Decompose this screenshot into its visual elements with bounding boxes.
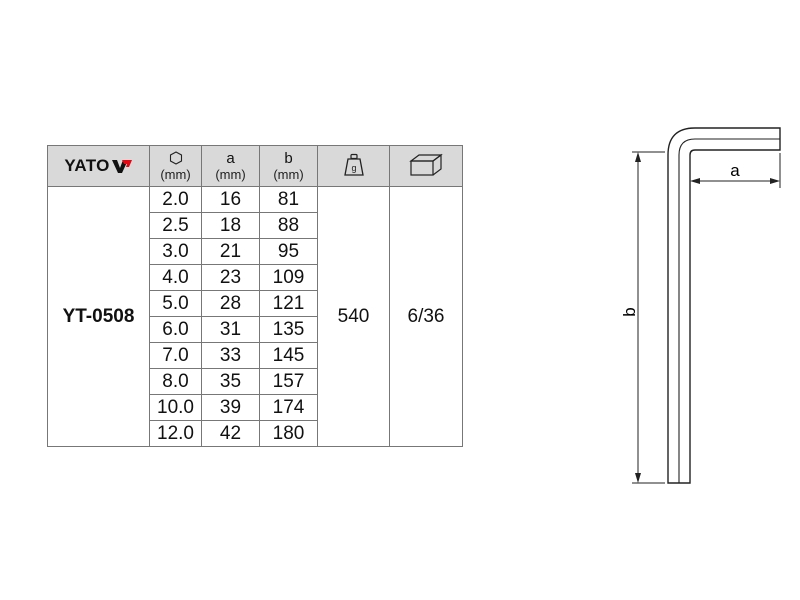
cell-size: 10.0 <box>149 394 202 421</box>
hex-key-diagram: b a <box>620 127 781 484</box>
header-b-symbol: b <box>284 149 293 167</box>
cell-b: 145 <box>259 342 318 369</box>
cell-b: 95 <box>259 238 318 265</box>
cell-size: 3.0 <box>149 238 202 265</box>
cell-a: 21 <box>201 238 260 265</box>
cell-size: 2.5 <box>149 212 202 239</box>
cell-a: 16 <box>201 186 260 213</box>
header-weight: g <box>317 145 390 187</box>
cell-a: 35 <box>201 368 260 395</box>
cell-size: 4.0 <box>149 264 202 291</box>
model-number: YT-0508 <box>47 186 150 447</box>
cell-b: 81 <box>259 186 318 213</box>
cell-b: 174 <box>259 394 318 421</box>
packaging-value: 6/36 <box>389 186 463 447</box>
cell-size: 6.0 <box>149 316 202 343</box>
spec-table: YATO (mm) a (mm) b (mm) <box>47 145 463 447</box>
header-a-unit: (mm) <box>215 166 246 182</box>
box-icon <box>409 153 443 176</box>
brand-name: YATO <box>64 156 110 175</box>
header-size: (mm) <box>149 145 202 187</box>
hexagon-icon <box>169 150 182 165</box>
cell-b: 121 <box>259 290 318 317</box>
header-package <box>389 145 463 187</box>
header-row: YATO (mm) a (mm) b (mm) <box>47 145 463 187</box>
weight-icon-label: g <box>351 163 356 173</box>
cell-b: 109 <box>259 264 318 291</box>
cell-a: 28 <box>201 290 260 317</box>
yato-logo-icon <box>111 160 132 173</box>
cell-size: 8.0 <box>149 368 202 395</box>
cell-a: 39 <box>201 394 260 421</box>
brand-logo: YATO <box>64 156 132 175</box>
dimension-b-label: b <box>620 307 639 316</box>
cell-size: 2.0 <box>149 186 202 213</box>
cell-a: 33 <box>201 342 260 369</box>
hex-key-inner-line <box>678 138 780 483</box>
header-b-unit: (mm) <box>273 166 304 182</box>
weight-value: 540 <box>317 186 390 447</box>
weight-icon: g <box>343 153 364 176</box>
hex-key-outline <box>667 127 781 484</box>
header-a-symbol: a <box>226 149 235 167</box>
cell-a: 31 <box>201 316 260 343</box>
dimension-a-label: a <box>730 161 740 180</box>
cell-size: 12.0 <box>149 420 202 447</box>
header-size-unit: (mm) <box>160 166 191 182</box>
cell-size: 5.0 <box>149 290 202 317</box>
cell-size: 7.0 <box>149 342 202 369</box>
cell-b: 157 <box>259 368 318 395</box>
cell-a: 18 <box>201 212 260 239</box>
header-a: a (mm) <box>201 145 260 187</box>
cell-a: 42 <box>201 420 260 447</box>
cell-b: 135 <box>259 316 318 343</box>
header-b: b (mm) <box>259 145 318 187</box>
cell-a: 23 <box>201 264 260 291</box>
brand-cell: YATO <box>47 145 150 187</box>
cell-b: 88 <box>259 212 318 239</box>
cell-b: 180 <box>259 420 318 447</box>
